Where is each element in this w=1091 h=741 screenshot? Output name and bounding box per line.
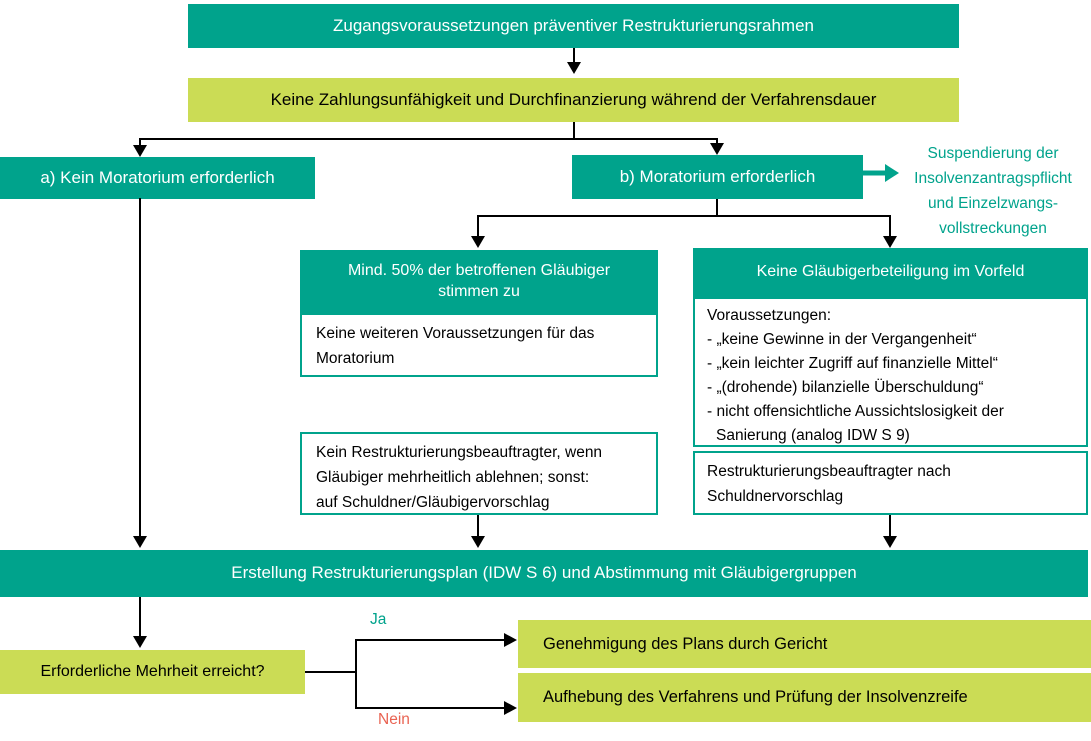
precondition-box: Keine Zahlungsunfähigkeit und Durchfinan… <box>188 78 959 122</box>
plan-step-bar: Erstellung Restrukturierungsplan (IDW S … <box>0 550 1088 597</box>
outcome-no-box: Aufhebung des Verfahrens und Prüfung der… <box>518 673 1091 722</box>
yes-label: Ja <box>370 611 387 628</box>
arrow-down-icon <box>883 515 897 548</box>
plan-step-text: Erstellung Restrukturierungsplan (IDW S … <box>231 563 857 583</box>
precondition-text: Keine Zahlungsunfähigkeit und Durchfinan… <box>270 89 877 109</box>
no-involvement-header-box: Keine Gläubigerbeteiligung im Vorfeld <box>693 248 1088 297</box>
requirement-item: - „(drohende) bilanzielle Überschuldung“ <box>707 379 984 396</box>
no-involvement-officer-box: Restrukturierungsbeauftragter nach Schul… <box>693 451 1088 515</box>
requirements-box: Voraussetzungen: - „keine Gewinne in der… <box>693 297 1088 447</box>
arrow-down-icon <box>471 215 485 248</box>
branch-a-label: a) Kein Moratorium erforderlich <box>40 167 275 187</box>
arrow-down-icon <box>471 515 485 548</box>
requirement-item: - nicht offensichtliche Aussichtslosigke… <box>707 403 1004 444</box>
arrow-down-icon <box>133 597 147 648</box>
requirement-item: - „kein leichter Zugriff auf finanzielle… <box>707 355 998 372</box>
decision-text: Erforderliche Mehrheit erreicht? <box>40 663 265 680</box>
requirement-item: - „keine Gewinne in der Vergangenheit“ <box>707 331 977 348</box>
arrow-down-icon <box>133 198 147 548</box>
decision-box: Erforderliche Mehrheit erreicht? <box>0 650 305 694</box>
consent-note-box: Keine weiteren Voraussetzungen für das M… <box>300 313 658 377</box>
suspension-note: Suspendierung der Insolvenzantragspflich… <box>914 145 1072 237</box>
arrow-down-icon <box>133 138 147 157</box>
title-box: Zugangsvoraussetzungen präventiver Restr… <box>188 4 959 48</box>
branch-b-label: b) Moratorium erforderlich <box>619 166 816 186</box>
branch-a-box: a) Kein Moratorium erforderlich <box>0 157 315 199</box>
branch-b-box: b) Moratorium erforderlich <box>572 155 863 199</box>
no-label: Nein <box>378 711 410 728</box>
arrow-down-icon <box>567 48 581 74</box>
consent-header-text: Mind. 50% der betroffenen Gläubiger stim… <box>347 261 611 300</box>
requirements-title: Voraussetzungen: <box>707 307 832 324</box>
no-involvement-header-text: Keine Gläubigerbeteiligung im Vorfeld <box>756 263 1025 281</box>
outcome-yes-box: Genehmigung des Plans durch Gericht <box>518 620 1091 668</box>
consent-header-box: Mind. 50% der betroffenen Gläubiger stim… <box>300 250 658 313</box>
title-text: Zugangsvoraussetzungen präventiver Restr… <box>333 15 814 35</box>
consent-officer-box: Kein Restrukturierungsbeauftragter, wenn… <box>300 432 658 515</box>
arrow-right-icon <box>355 633 517 647</box>
arrow-down-icon <box>710 138 724 155</box>
